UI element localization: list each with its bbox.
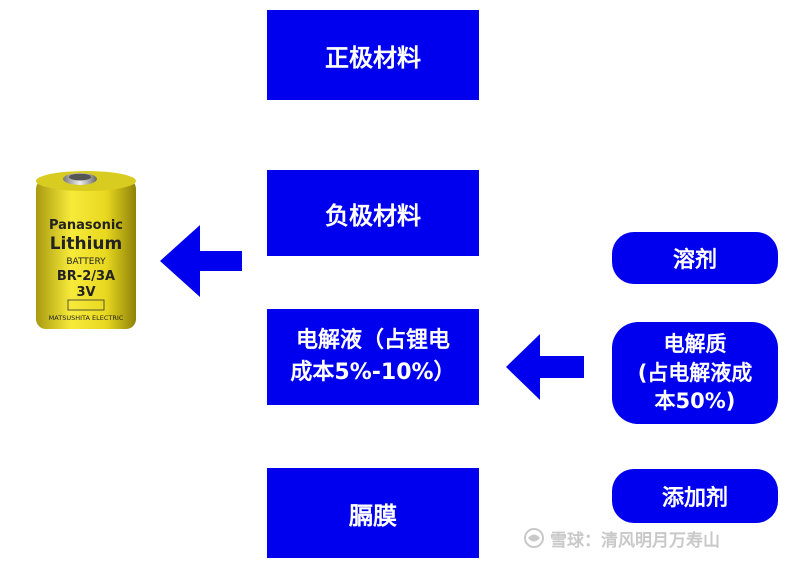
- cathode-label: 正极材料: [325, 43, 421, 72]
- solvent-pill: 溶剂: [612, 232, 778, 284]
- additive-label: 添加剂: [661, 486, 728, 511]
- separator-box: 膈膜: [267, 468, 479, 558]
- additive-pill: 添加剂: [612, 469, 778, 523]
- battery-model: BR-2/3A: [57, 269, 115, 284]
- battery-warning-box: [67, 299, 105, 311]
- snowball-logo-icon: [524, 528, 544, 548]
- left-arrow-to-electrolyte: [506, 334, 584, 400]
- electrolyte-label-line2: 成本5%-10%）: [290, 360, 456, 385]
- watermark-text: 雪球：清风明月万寿山: [550, 530, 720, 551]
- battery-maker: MATSUSHITA ELECTRIC: [49, 314, 124, 322]
- electrolyte-label-line1: 电解液（占锂电: [295, 328, 450, 354]
- anode-box: 负极材料: [267, 170, 479, 256]
- battery-brand: Panasonic: [49, 218, 123, 233]
- cathode-box: 正极材料: [267, 10, 479, 100]
- electrolyte-salt-line1: 电解质: [663, 332, 727, 357]
- watermark: 雪球：清风明月万寿山: [522, 526, 720, 551]
- electrolyte-salt-pill: 电解质 (占电解液成 本50%): [612, 322, 778, 424]
- left-arrow-to-battery: [160, 225, 242, 297]
- battery-type: Lithium: [50, 234, 123, 254]
- battery-image: Panasonic Lithium BATTERY BR-2/3A 3V MAT…: [36, 171, 136, 329]
- separator-label: 膈膜: [349, 501, 397, 530]
- anode-label: 负极材料: [325, 201, 421, 230]
- electrolyte-box: 电解液（占锂电 成本5%-10%）: [267, 309, 479, 405]
- solvent-label: 溶剂: [672, 248, 717, 273]
- electrolyte-salt-line3: 本50%): [654, 389, 736, 414]
- battery-body: [36, 179, 136, 329]
- battery-label: BATTERY: [66, 257, 106, 267]
- battery-voltage: 3V: [76, 285, 95, 300]
- electrolyte-salt-line2: (占电解液成: [637, 360, 753, 385]
